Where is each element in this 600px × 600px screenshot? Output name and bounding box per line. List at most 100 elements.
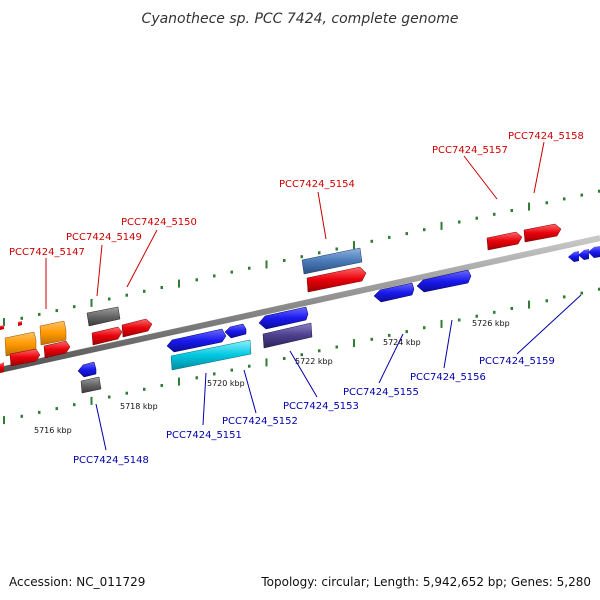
minor-tick — [423, 228, 426, 232]
genome-backbone — [0, 235, 600, 373]
gene-PCC7424_5151-block[interactable] — [166, 323, 252, 371]
major-tick — [178, 279, 180, 288]
label-PCC7424_5157[interactable]: PCC7424_5157 — [432, 145, 508, 156]
minor-tick — [563, 295, 566, 299]
gene-PCC7424_5159-block[interactable] — [568, 246, 600, 262]
tick-label-5720: 5720 kbp — [207, 379, 245, 388]
gene-PCC7424_5157-block[interactable] — [486, 231, 523, 251]
gene-PCC7424_5150-block[interactable] — [121, 318, 153, 338]
major-tick — [528, 202, 530, 211]
minor-tick — [55, 407, 58, 411]
label-PCC7424_5150[interactable]: PCC7424_5150 — [121, 217, 197, 228]
minor-tick — [108, 395, 111, 399]
minor-tick — [580, 291, 583, 295]
minor-tick — [493, 310, 496, 314]
label-PCC7424_5153[interactable]: PCC7424_5153 — [283, 401, 359, 412]
major-tick — [353, 241, 355, 250]
minor-tick — [38, 410, 41, 414]
label-PCC7424_5149[interactable]: PCC7424_5149 — [66, 232, 142, 243]
major-tick — [90, 298, 93, 307]
minor-tick — [20, 316, 23, 320]
gene-PCC7424_5149-block[interactable] — [86, 306, 123, 346]
label-PCC7424_5148[interactable]: PCC7424_5148 — [73, 455, 149, 466]
minor-tick — [458, 220, 461, 224]
minor-tick — [73, 403, 76, 407]
minor-tick — [493, 212, 496, 216]
major-tick — [178, 377, 180, 386]
minor-tick — [248, 364, 251, 368]
minor-tick — [370, 337, 373, 341]
gene-PCC7424_5154-block[interactable] — [301, 247, 367, 293]
minor-tick — [230, 270, 233, 274]
leader-lines — [45, 141, 582, 451]
minor-tick — [38, 312, 41, 316]
minor-tick — [423, 326, 426, 330]
lower-strand-genes — [77, 246, 600, 394]
tick-label-5716: 5716 kbp — [34, 426, 72, 435]
label-PCC7424_5147[interactable]: PCC7424_5147 — [9, 247, 85, 258]
major-tick — [3, 318, 5, 327]
minor-tick — [405, 330, 408, 334]
major-tick — [265, 260, 268, 269]
gene-PCC7424_5148-block[interactable] — [77, 361, 102, 394]
minor-tick — [195, 376, 198, 380]
minor-tick — [580, 193, 583, 197]
minor-tick — [318, 251, 321, 255]
accession-text: Accession: NC_011729 — [9, 575, 145, 589]
gene-PCC7424_5153-block[interactable] — [258, 306, 313, 349]
minor-tick — [213, 372, 216, 376]
label-PCC7424_5155[interactable]: PCC7424_5155 — [343, 387, 419, 398]
label-PCC7424_5151[interactable]: PCC7424_5151 — [166, 430, 242, 441]
lower-strand-guide — [3, 287, 600, 425]
minor-tick — [195, 278, 198, 282]
minor-tick — [458, 318, 461, 322]
minor-tick — [335, 247, 338, 251]
tick-label-5724: 5724 kbp — [383, 338, 421, 347]
map-title: Cyanothece sp. PCC 7424, complete genome — [142, 11, 459, 27]
gene-PCC7424_5155-block[interactable] — [373, 282, 415, 303]
gene-PCC7424_5156-block[interactable] — [416, 269, 472, 293]
tick-label-5722: 5722 kbp — [295, 357, 333, 366]
major-tick — [440, 319, 443, 328]
label-PCC7424_5159[interactable]: PCC7424_5159 — [479, 356, 555, 367]
minor-tick — [160, 286, 163, 289]
minor-tick — [160, 384, 163, 387]
minor-tick — [300, 353, 303, 357]
genome-summary-text: Topology: circular; Length: 5,942,652 bp… — [260, 575, 591, 589]
label-PCC7424_5152[interactable]: PCC7424_5152 — [222, 416, 298, 427]
minor-tick — [545, 299, 548, 303]
minor-tick — [405, 232, 408, 236]
minor-tick — [300, 255, 303, 259]
minor-tick — [125, 293, 128, 297]
minor-tick — [125, 391, 128, 395]
minor-tick — [283, 259, 286, 262]
gene-PCC7424_5158-block[interactable] — [523, 223, 562, 243]
upper-strand-guide — [3, 189, 600, 327]
minor-tick — [230, 368, 233, 372]
minor-tick — [545, 201, 548, 205]
minor-tick — [370, 239, 373, 243]
minor-tick — [598, 287, 600, 291]
minor-tick — [510, 307, 513, 310]
tick-label-5718: 5718 kbp — [120, 402, 158, 411]
kbp-scale: 5716 kbp 5718 kbp 5720 kbp 5722 kbp 5724… — [34, 319, 510, 435]
label-PCC7424_5158[interactable]: PCC7424_5158 — [508, 131, 584, 142]
minor-tick — [598, 189, 600, 193]
gene-PCC7424_5147-block[interactable] — [0, 320, 71, 373]
upper-gene-labels: PCC7424_5147 PCC7424_5149 PCC7424_5150 P… — [9, 131, 584, 258]
minor-tick — [335, 345, 338, 349]
minor-tick — [510, 209, 513, 212]
major-tick — [3, 416, 5, 425]
minor-tick — [248, 266, 251, 270]
minor-tick — [143, 387, 146, 391]
minor-tick — [213, 274, 216, 278]
minor-tick — [143, 289, 146, 293]
minor-tick — [388, 333, 391, 337]
minor-tick — [20, 414, 23, 418]
label-PCC7424_5156[interactable]: PCC7424_5156 — [410, 372, 486, 383]
major-tick — [353, 339, 355, 348]
minor-tick — [475, 314, 478, 318]
minor-tick — [283, 357, 286, 360]
label-PCC7424_5154[interactable]: PCC7424_5154 — [279, 179, 355, 190]
